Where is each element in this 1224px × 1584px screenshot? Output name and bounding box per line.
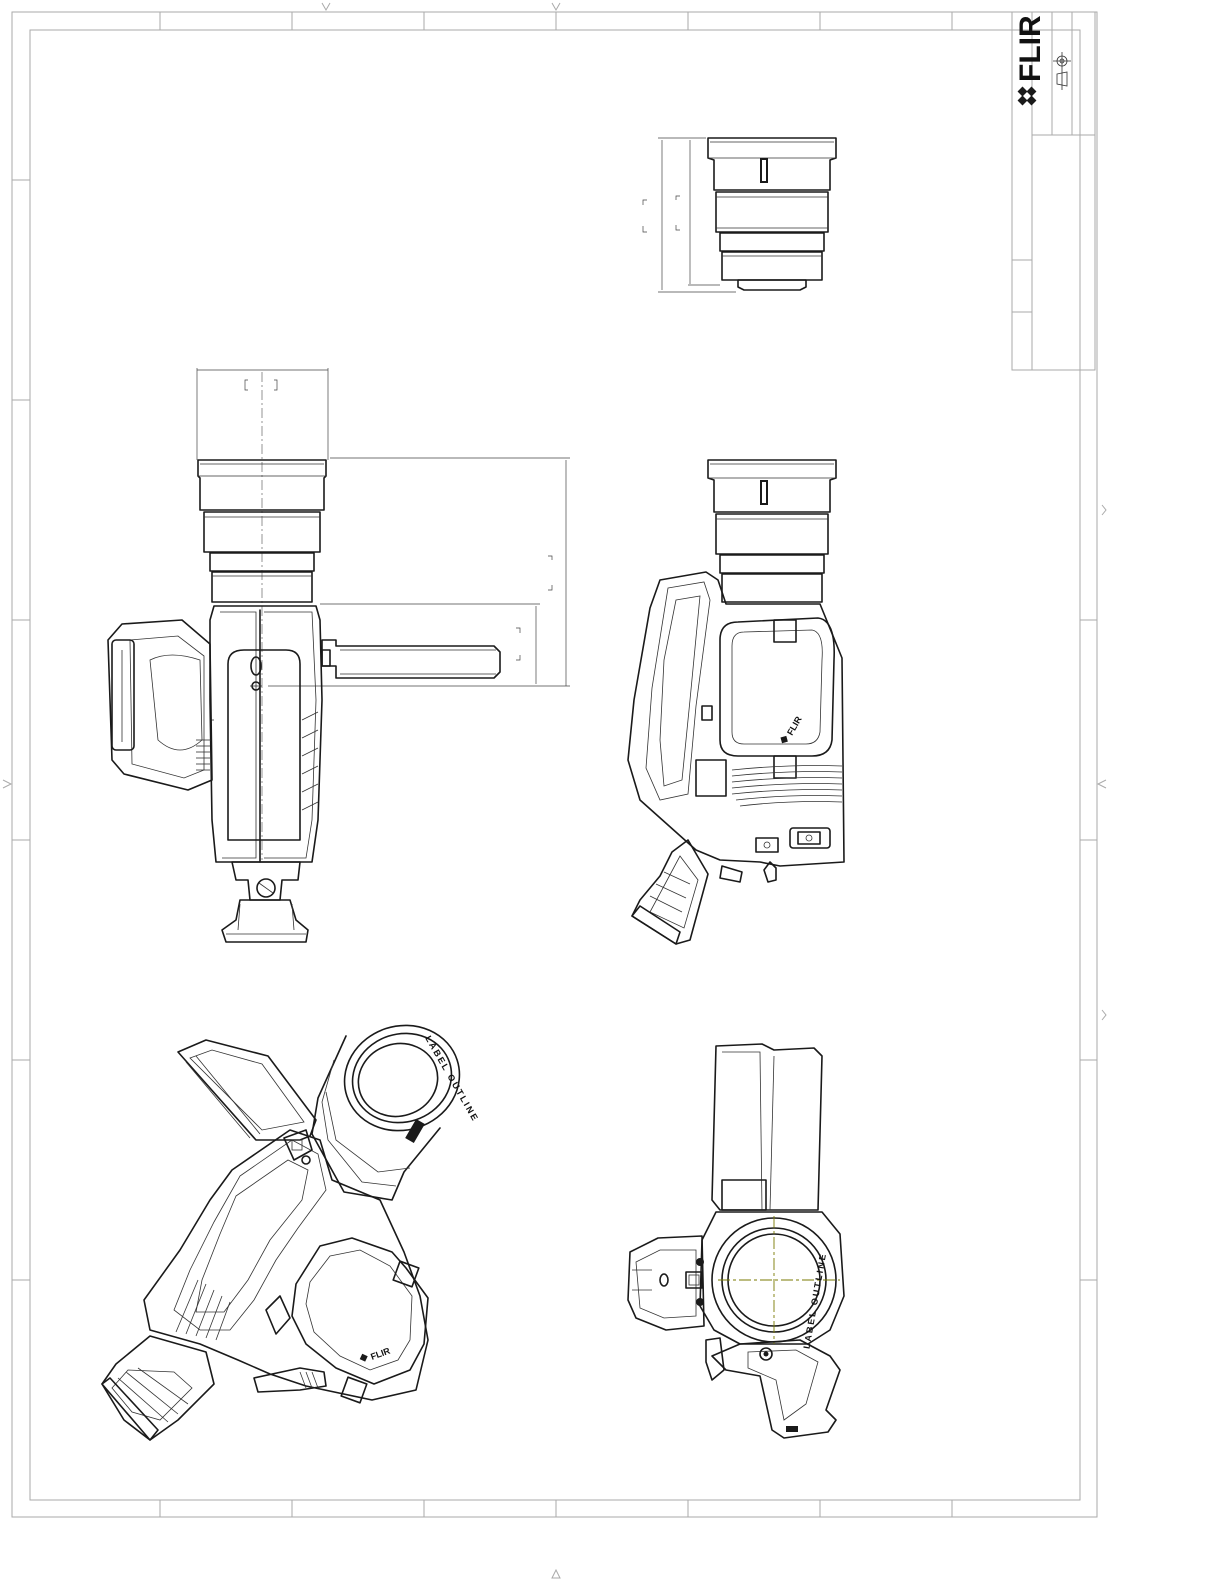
lens-label-outline: LABEL OUTLINE	[423, 1034, 481, 1124]
title-block: FLIR	[1012, 12, 1095, 370]
projection-symbol-icon	[1053, 52, 1071, 90]
flir-small-logo-iso-text: FLIR	[369, 1345, 392, 1361]
camera-side-view-right: FLIR	[628, 460, 844, 944]
flir-logo-text: FLIR	[1014, 15, 1047, 82]
flir-logo: FLIR	[1014, 15, 1047, 105]
lens-label-outline-front: LABEL OUTLINE	[801, 1251, 828, 1349]
lens-label-front-text: LABEL OUTLINE	[801, 1251, 828, 1349]
flir-small-logo: FLIR	[778, 714, 804, 747]
flir-small-logo-iso: FLIR	[358, 1344, 392, 1365]
camera-front-view: LABEL OUTLINE	[628, 1044, 844, 1438]
camera-isometric-view: LABEL OUTLINE FLIR	[102, 1011, 481, 1440]
lens-label-text: LABEL OUTLINE	[423, 1034, 481, 1124]
flir-small-logo-text: FLIR	[785, 714, 804, 737]
lens-side-view	[643, 138, 836, 292]
camera-side-view-left	[108, 368, 570, 942]
